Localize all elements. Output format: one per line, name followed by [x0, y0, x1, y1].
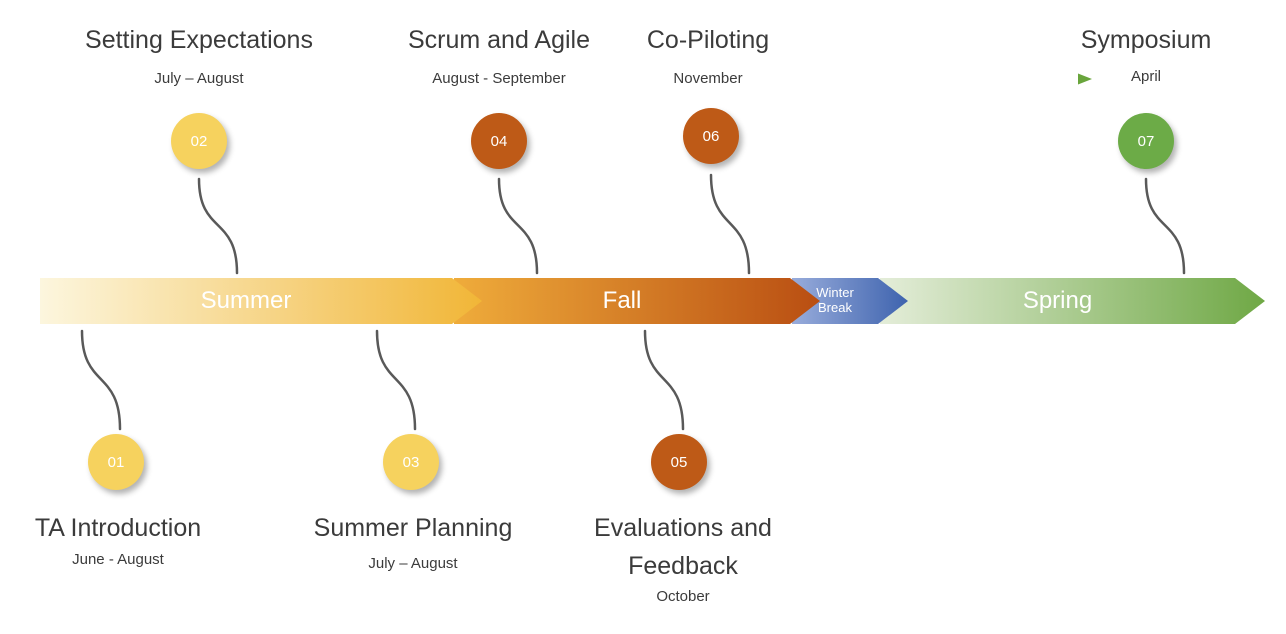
connector-curve-06 — [709, 173, 751, 275]
connector-curve-04 — [497, 177, 539, 275]
milestone-title-07: Symposium — [1080, 26, 1212, 54]
connector-curve-01 — [80, 329, 122, 431]
milestone-number-05: 05 — [670, 453, 688, 471]
milestone-number-01: 01 — [107, 453, 125, 471]
milestone-number-04: 04 — [490, 132, 508, 150]
segment-label-winter-break: Winter Break — [816, 285, 854, 315]
milestone-title-05: Evaluations and Feedback — [594, 514, 772, 580]
segment-summer: Summer — [40, 278, 482, 324]
milestone-circle-06: 06 — [683, 108, 739, 164]
milestone-date-06: November — [673, 70, 743, 87]
milestone-circle-01: 01 — [88, 434, 144, 490]
milestone-number-02: 02 — [190, 132, 208, 150]
milestone-circle-05: 05 — [651, 434, 707, 490]
segment-label-fall: Fall — [602, 287, 642, 314]
milestone-circle-02: 02 — [171, 113, 227, 169]
connector-curve-02 — [197, 177, 239, 275]
connector-curve-05 — [643, 329, 685, 431]
season-transition-arrow-icon — [749, 73, 1092, 85]
milestone-date-07: April — [1130, 68, 1161, 85]
milestone-title-02: Setting Expectations — [85, 26, 313, 54]
segment-label-spring: Spring — [1022, 287, 1093, 314]
milestone-date-05: October — [656, 588, 710, 605]
segment-fall: Fall — [454, 278, 820, 324]
milestone-number-06: 06 — [702, 127, 720, 145]
milestone-circle-04: 04 — [471, 113, 527, 169]
segment-spring: Spring — [880, 278, 1265, 324]
milestone-circle-07: 07 — [1118, 113, 1174, 169]
timeline-bar: Summer Fall Winter Break Spring — [40, 278, 1265, 324]
milestone-date-03: July – August — [368, 555, 458, 572]
milestone-title-01: TA Introduction — [34, 514, 202, 542]
connector-curve-07 — [1144, 177, 1186, 275]
milestone-date-02: July – August — [154, 70, 244, 87]
connector-curve-03 — [375, 329, 417, 431]
segment-label-summer: Summer — [200, 287, 292, 314]
milestone-title-06: Co-Piloting — [646, 26, 770, 54]
milestone-circle-03: 03 — [383, 434, 439, 490]
milestone-date-04: August - September — [432, 70, 566, 87]
milestone-number-07: 07 — [1137, 132, 1155, 150]
milestone-number-03: 03 — [402, 453, 420, 471]
milestone-title-04: Scrum and Agile — [407, 26, 591, 54]
milestone-date-01: June - August — [72, 551, 164, 568]
milestone-title-03: Summer Planning — [313, 514, 513, 542]
